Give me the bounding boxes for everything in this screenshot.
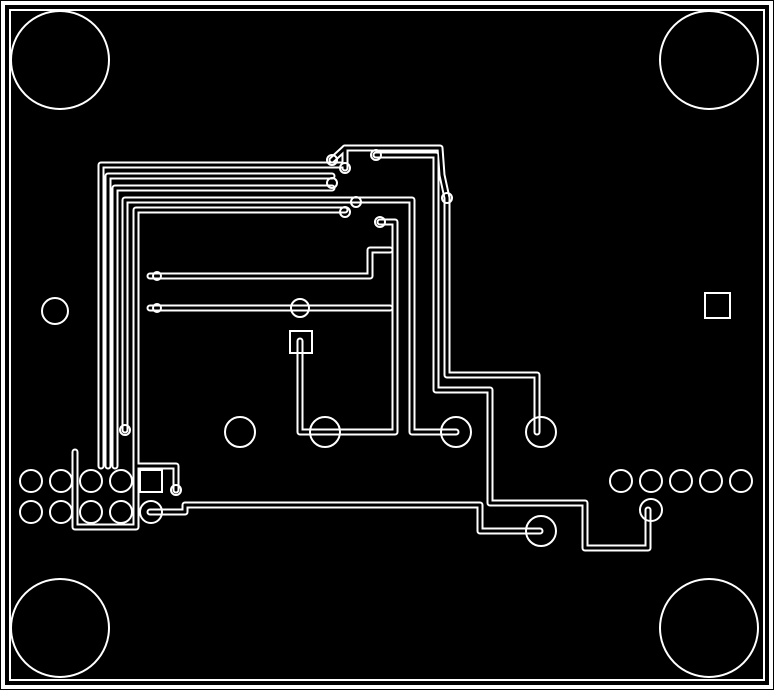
mounting-hole-top-right: [659, 10, 759, 110]
traces: [71, 144, 652, 552]
connector-pin: [109, 469, 133, 493]
via: [339, 206, 351, 218]
pad: [525, 416, 557, 448]
vias: [119, 149, 453, 496]
via: [119, 424, 131, 436]
connector-pin: [139, 500, 163, 524]
via: [350, 196, 362, 208]
pad: [440, 416, 472, 448]
connector-pin: [19, 500, 43, 524]
via: [326, 177, 338, 189]
square-pad: [289, 330, 313, 354]
pad: [309, 416, 341, 448]
mounting-hole-bottom-left: [10, 578, 110, 678]
fiducial-left: [41, 297, 69, 325]
connector-pin-square: [139, 469, 163, 493]
connector-pin: [669, 469, 693, 493]
mounting-hole-top-left: [10, 10, 110, 110]
via: [441, 192, 453, 204]
large-pads: [224, 416, 557, 547]
mounting-hole-bottom-right: [659, 578, 759, 678]
connector-pin: [639, 469, 663, 493]
connector-pin: [729, 469, 753, 493]
via: [152, 303, 162, 313]
connector-pin: [609, 469, 633, 493]
connector-left: [19, 469, 163, 524]
connector-pin: [79, 500, 103, 524]
connector-pin: [19, 469, 43, 493]
connector-right: [609, 469, 753, 522]
connector-pin: [79, 469, 103, 493]
pad: [224, 416, 256, 448]
via: [370, 149, 382, 161]
connector-pin: [699, 469, 723, 493]
connector-pin: [49, 469, 73, 493]
board-outline-inner: [9, 9, 765, 681]
connector-pin: [639, 498, 663, 522]
pad: [525, 515, 557, 547]
mounting-holes: [10, 10, 759, 678]
via: [374, 216, 386, 228]
via: [290, 298, 310, 318]
via: [326, 154, 338, 166]
connector-pin: [109, 500, 133, 524]
via: [152, 271, 162, 281]
fiducial-right-square: [704, 292, 731, 319]
via: [170, 484, 182, 496]
connector-pin: [49, 500, 73, 524]
via: [339, 162, 351, 174]
